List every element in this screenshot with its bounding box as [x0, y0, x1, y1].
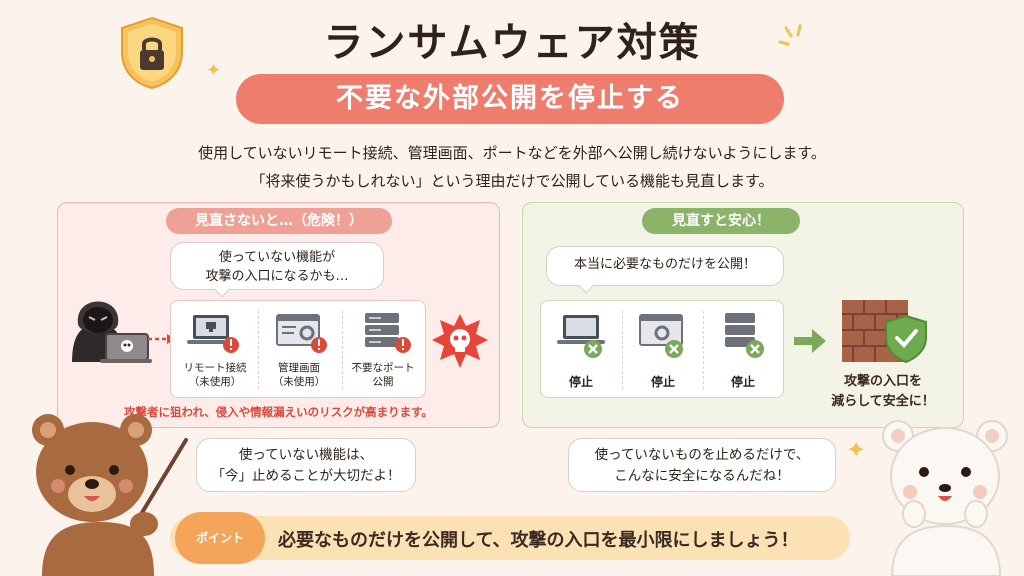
brown-bear-speech-bubble: 使っていない機能は、 「今」止めることが大切だよ！	[196, 438, 416, 492]
danger-item-1: リモート接続 （未使用）	[175, 361, 255, 389]
burst-lines-icon	[778, 24, 802, 46]
lock-shield-icon	[121, 16, 183, 90]
divider	[342, 311, 343, 389]
safe-panel-label: 見直すと安心！	[642, 208, 800, 234]
danger-bubble-line-1: 使っていない機能が	[218, 250, 336, 265]
description-line-1: 使用していないリモート接続、管理画面、ポートなどを外部へ公開し続けないようにしま…	[198, 144, 826, 162]
point-badge: ポイント	[175, 512, 265, 564]
sparkle-icon: ✦	[846, 436, 867, 464]
danger-item-3-line-1: 不要なポート	[351, 362, 415, 374]
danger-panel-label: 見直さないと…（危険！）	[166, 208, 392, 234]
danger-item-2-line-1: 管理画面	[278, 362, 320, 374]
server-icon	[365, 313, 411, 353]
brown-bear-speech-line-2: 「今」止めることが大切だよ！	[211, 468, 401, 484]
safe-result-line-1: 攻撃の入口を	[843, 374, 922, 389]
risk-warning-text: 攻撃者に狙われ、侵入や情報漏えいのリスクが高まります。	[124, 405, 433, 419]
danger-item-2-line-2: （未使用）	[272, 376, 326, 388]
hacker-icon	[72, 301, 152, 363]
page-title: ランサムウェア対策	[323, 20, 701, 66]
sparkle-icon: ✦	[206, 60, 222, 81]
safe-item-1: 停止	[568, 375, 593, 389]
danger-item-1-line-2: （未使用）	[188, 376, 242, 388]
arrow-right-icon	[794, 329, 826, 353]
brown-bear-speech-line-1: 使っていない機能は、	[238, 447, 374, 463]
white-bear	[882, 420, 1008, 576]
white-bear-speech-line-2: こんなに安全になるんだね！	[614, 468, 790, 484]
safe-result-line-2: 減らして安全に！	[831, 394, 935, 409]
point-text: 必要なものだけを公開して、攻撃の入口を最小限にしましょう！	[278, 530, 799, 551]
divider	[622, 311, 623, 389]
danger-item-2: 管理画面 （未使用）	[259, 361, 339, 389]
danger-item-1-line-1: リモート接続	[183, 362, 247, 374]
laptop-icon	[557, 315, 605, 358]
danger-speech-bubble: 使っていない機能が 攻撃の入口になるかも…	[170, 242, 384, 290]
white-bear-speech-line-1: 使っていないものを止めるだけで、	[594, 447, 810, 463]
server-icon	[725, 313, 764, 358]
danger-items-group: リモート接続 （未使用） 管理画面 （未使用） 不要なポート 公開	[170, 300, 426, 398]
divider	[703, 311, 704, 389]
danger-bubble-line-2: 攻撃の入口になるかも…	[205, 269, 349, 284]
page-subtitle: 不要な外部公開を停止する	[236, 74, 784, 124]
safe-item-2: 停止	[650, 375, 675, 389]
white-bear-speech-bubble: 使っていないものを止めるだけで、 こんなに安全になるんだね！	[568, 438, 836, 492]
admin-panel-icon	[639, 314, 683, 358]
laptop-icon	[187, 315, 239, 353]
brown-bear	[32, 414, 188, 576]
danger-item-3: 不要なポート 公開	[343, 361, 423, 389]
skull-burst-icon	[432, 314, 488, 368]
safe-items-group: 停止 停止 停止	[540, 300, 784, 398]
divider	[258, 311, 259, 389]
admin-panel-icon	[276, 314, 327, 353]
safe-result-text: 攻撃の入口を 減らして安全に！	[818, 372, 948, 412]
danger-item-3-line-2: 公開	[372, 376, 394, 388]
safe-item-3: 停止	[730, 375, 755, 389]
description-line-2: 「将来使うかもしれない」という理由だけで公開している機能も見直します。	[250, 172, 774, 190]
brick-wall-icon	[842, 300, 927, 364]
point-bar	[170, 516, 850, 560]
